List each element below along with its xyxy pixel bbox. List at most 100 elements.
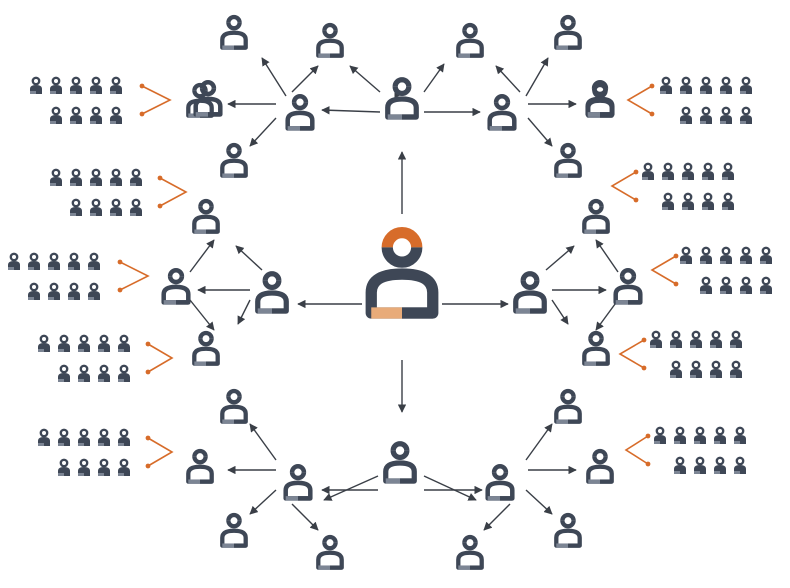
outer-arrow-12 bbox=[249, 423, 277, 461]
crowd-person-icon bbox=[78, 334, 90, 352]
ring-arrow-1 bbox=[321, 106, 381, 115]
outer-person-icon bbox=[456, 22, 484, 58]
crowd-person-icon bbox=[700, 76, 712, 94]
crowd-person-icon bbox=[680, 76, 692, 94]
accent-bracket bbox=[624, 433, 651, 467]
crowd-person-icon bbox=[70, 106, 82, 124]
crowd-person-icon bbox=[714, 456, 726, 474]
second-person-icon bbox=[613, 268, 643, 305]
crowd-person-icon bbox=[700, 106, 712, 124]
crowd-person-icon bbox=[88, 252, 100, 270]
ring-arrow-10 bbox=[323, 475, 379, 501]
crowd-person-icon bbox=[98, 458, 110, 476]
crowd-person-icon bbox=[682, 162, 694, 180]
outer-arrow-17 bbox=[291, 503, 319, 531]
outer-person-icon bbox=[220, 14, 248, 50]
crowd-person-icon bbox=[700, 246, 712, 264]
crowd-person-icon bbox=[50, 106, 62, 124]
outer-arrow-1 bbox=[291, 65, 319, 93]
crowd-group bbox=[626, 76, 752, 124]
outer-person-icon bbox=[456, 534, 484, 570]
crowd-person-icon bbox=[694, 426, 706, 444]
crowd-person-icon bbox=[702, 192, 714, 210]
crowd-person-icon bbox=[670, 330, 682, 348]
first-person-icon-right bbox=[513, 271, 547, 314]
crowd-person-icon bbox=[38, 428, 50, 446]
second-person-icon bbox=[161, 268, 191, 305]
crowd-person-icon bbox=[90, 76, 102, 94]
crowd-person-icon bbox=[90, 168, 102, 186]
crowd-person-icon bbox=[98, 334, 110, 352]
crowd-person-icon bbox=[714, 426, 726, 444]
outer-arrow-19 bbox=[525, 489, 553, 515]
crowd-group bbox=[50, 168, 188, 216]
crowd-person-icon bbox=[722, 192, 734, 210]
crowd-person-icon bbox=[760, 276, 772, 294]
crowd-person-icon bbox=[662, 192, 674, 210]
crowd-person-icon bbox=[68, 282, 80, 300]
crowd-person-icon bbox=[650, 330, 662, 348]
outer-person-icon bbox=[186, 448, 214, 484]
outer-person-icon bbox=[192, 330, 220, 366]
outer-person-icon bbox=[316, 534, 344, 570]
crowd-person-icon bbox=[720, 76, 732, 94]
arrows-layer bbox=[189, 57, 619, 531]
crowd-person-icon bbox=[70, 168, 82, 186]
crowd-group bbox=[30, 76, 172, 124]
crowd-person-icon bbox=[58, 428, 70, 446]
crowd-person-icon bbox=[734, 426, 746, 444]
crowd-person-icon bbox=[48, 282, 60, 300]
crowd-person-icon bbox=[710, 330, 722, 348]
crowd-person-icon bbox=[78, 364, 90, 382]
crowd-person-icon bbox=[58, 458, 70, 476]
second-person-icon bbox=[485, 464, 515, 501]
crowd-person-icon bbox=[118, 334, 130, 352]
center-person-icon bbox=[365, 227, 439, 319]
crowd-person-icon bbox=[88, 282, 100, 300]
second-person-icon bbox=[283, 464, 313, 501]
second-person-icon bbox=[193, 80, 223, 117]
accent-bracket bbox=[626, 83, 655, 117]
outer-person-icon bbox=[220, 388, 248, 424]
crowd-person-icon bbox=[702, 162, 714, 180]
crowd-person-icon bbox=[720, 246, 732, 264]
second-person-icon bbox=[585, 80, 615, 117]
crowd-person-icon bbox=[70, 76, 82, 94]
crowd-person-icon bbox=[110, 198, 122, 216]
ring-arrow-0 bbox=[349, 65, 381, 93]
crowd-person-icon bbox=[58, 334, 70, 352]
ring-arrow-7 bbox=[551, 299, 569, 325]
crowd-person-icon bbox=[720, 276, 732, 294]
crowd-person-icon bbox=[110, 106, 122, 124]
crowd-person-icon bbox=[740, 246, 752, 264]
accent-bracket bbox=[117, 259, 150, 293]
outer-person-icon bbox=[316, 22, 344, 58]
crowd-person-icon bbox=[78, 458, 90, 476]
outer-arrow-11 bbox=[595, 299, 619, 331]
first-person-icon-bottom bbox=[383, 441, 417, 484]
outer-person-icon bbox=[582, 198, 610, 234]
ring-arrow-2 bbox=[423, 63, 445, 93]
crowd-group bbox=[624, 426, 746, 474]
outer-person-icon bbox=[192, 198, 220, 234]
second-person-icon bbox=[487, 94, 517, 131]
crowd-person-icon bbox=[28, 252, 40, 270]
outer-person-icon bbox=[586, 448, 614, 484]
accent-bracket bbox=[157, 175, 188, 209]
outer-arrow-18 bbox=[483, 503, 511, 531]
outer-arrow-3 bbox=[525, 57, 549, 97]
crowd-person-icon bbox=[50, 168, 62, 186]
crowd-person-icon bbox=[130, 168, 142, 186]
crowd-person-icon bbox=[110, 168, 122, 186]
crowd-person-icon bbox=[118, 458, 130, 476]
crowd-person-icon bbox=[760, 246, 772, 264]
crowd-person-icon bbox=[118, 428, 130, 446]
crowd-group bbox=[618, 330, 742, 378]
crowd-person-icon bbox=[670, 360, 682, 378]
accent-bracket bbox=[139, 83, 172, 117]
crowd-group bbox=[38, 428, 174, 476]
crowd-person-icon bbox=[682, 192, 694, 210]
crowd-person-icon bbox=[642, 162, 654, 180]
crowd-person-icon bbox=[660, 76, 672, 94]
